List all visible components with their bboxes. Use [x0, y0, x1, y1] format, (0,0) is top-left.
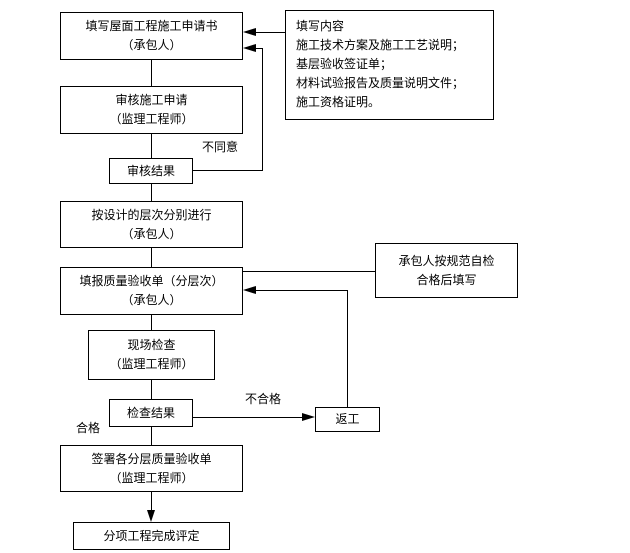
connector-fillcontent-apply — [254, 32, 285, 33]
connector-result-layers — [151, 184, 152, 201]
connector-rework-v — [347, 290, 348, 407]
node-text: （承包人） — [121, 226, 182, 241]
node-text: 审核施工申请 — [115, 93, 188, 107]
edge-label-disagree: 不同意 — [202, 140, 239, 154]
node-site-inspection: 现场检查 （监理工程师） — [88, 330, 215, 380]
connector-disagree-v — [262, 48, 263, 171]
node-text: （监理工程师） — [109, 470, 194, 485]
node-completion: 分项工程完成评定 — [73, 522, 230, 550]
node-text: 合格后填写 — [416, 272, 477, 287]
node-text: 材料试验报告及质量说明文件； — [296, 76, 465, 90]
node-text: （监理工程师） — [109, 357, 194, 371]
node-fill-content: 填写内容 施工技术方案及施工工艺说明； 基层验收签证单； 材料试验报告及质量说明… — [285, 10, 494, 120]
node-text: （承包人） — [121, 293, 182, 307]
connector-apply-review — [151, 60, 152, 86]
connector-disagree-h2 — [254, 48, 263, 49]
node-review: 审核施工申请 （监理工程师） — [60, 86, 243, 134]
node-inspection-result: 检查结果 — [109, 399, 193, 427]
connector-inspection-checkresult — [151, 380, 152, 399]
connector-sign-completion — [151, 492, 152, 512]
node-apply: 填写屋面工程施工申请书 （承包人） — [60, 12, 243, 60]
node-text: 承包人按规范自检 — [398, 253, 495, 268]
node-text: 现场检查 — [127, 338, 176, 352]
node-quality-form: 填报质量验收单（分层次） （承包人） — [60, 267, 243, 315]
arrowhead-left-icon — [243, 28, 256, 36]
connector-qualityform-inspection — [151, 315, 152, 330]
node-text: （承包人） — [121, 38, 182, 52]
node-text: 填报质量验收单（分层次） — [79, 274, 224, 288]
node-text: 填写内容 — [296, 19, 345, 33]
node-text: 检查结果 — [126, 405, 175, 420]
arrowhead-right-icon — [302, 413, 315, 421]
arrowhead-left-icon — [243, 44, 256, 52]
connector-rework-h — [254, 290, 348, 291]
node-layers: 按设计的层次分别进行 （承包人） — [60, 201, 243, 248]
node-text: 按设计的层次分别进行 — [91, 207, 212, 222]
node-rework: 返工 — [315, 407, 380, 432]
node-text: 施工技术方案及施工工艺说明； — [296, 38, 465, 52]
node-sign-acceptance: 签署各分层质量验收单 （监理工程师） — [60, 445, 243, 492]
node-text: 审核结果 — [126, 163, 175, 178]
arrowhead-left-icon — [243, 286, 256, 294]
connector-selfcheck-qualityform — [243, 271, 375, 272]
connector-disagree-h1 — [193, 170, 263, 171]
arrowhead-down-icon — [147, 510, 155, 522]
connector-fail — [193, 417, 303, 418]
node-text: 签署各分层质量验收单 — [91, 451, 212, 466]
node-text: 返工 — [335, 412, 360, 426]
edge-label-qualified: 合格 — [76, 421, 101, 435]
node-self-check: 承包人按规范自检 合格后填写 — [375, 243, 518, 298]
connector-review-result — [151, 134, 152, 158]
node-text: 分项工程完成评定 — [103, 528, 200, 543]
connector-checkresult-sign — [151, 427, 152, 445]
connector-layers-qualityform — [151, 248, 152, 267]
node-text: 填写屋面工程施工申请书 — [85, 19, 218, 33]
node-text: 基层验收签证单； — [296, 57, 393, 71]
node-review-result: 审核结果 — [109, 158, 193, 184]
edge-label-unqualified: 不合格 — [245, 392, 282, 406]
node-text: （监理工程师） — [109, 112, 194, 126]
node-text: 施工资格证明。 — [296, 95, 381, 109]
